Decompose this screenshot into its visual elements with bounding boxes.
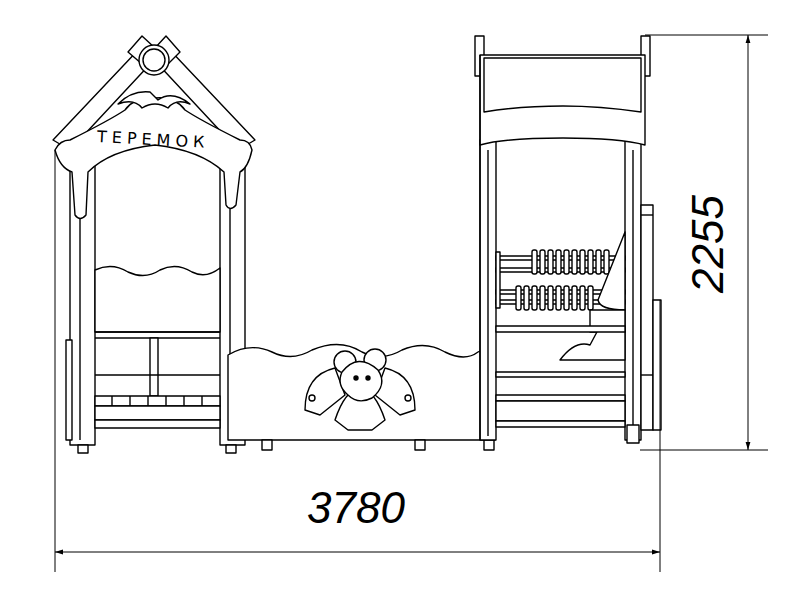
height-dimension: 2255 (686, 195, 730, 293)
width-dimension: 3780 (307, 486, 405, 530)
